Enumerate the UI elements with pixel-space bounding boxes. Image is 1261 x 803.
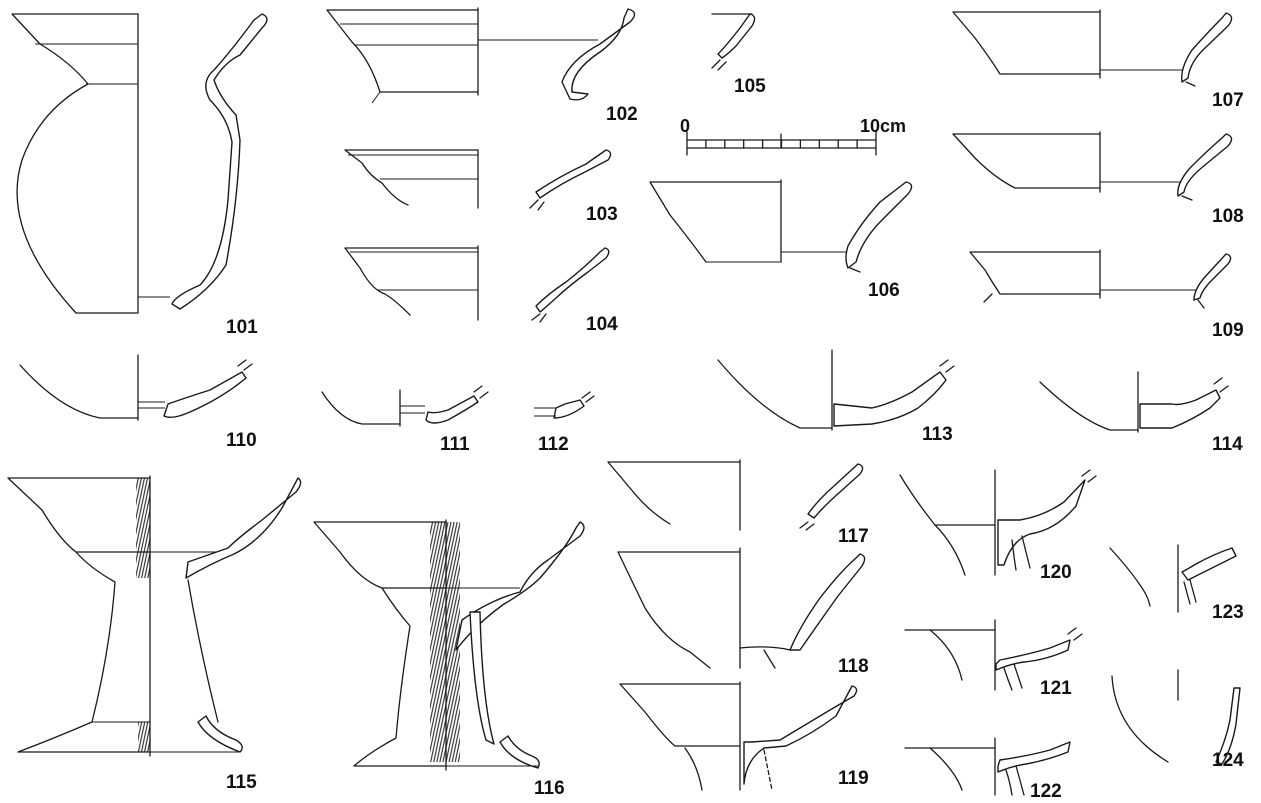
vessel-124 <box>1111 669 1241 765</box>
scale-bar: 0 10cm <box>680 116 906 156</box>
figure-labels: 101 102 103 104 105 106 107 108 109 110 … <box>226 76 1244 802</box>
label-122: 122 <box>1030 781 1062 802</box>
scale-end-label: 10cm <box>860 116 906 136</box>
vessel-121 <box>904 619 1083 691</box>
vessel-118 <box>617 547 866 669</box>
vessel-105 <box>711 13 756 71</box>
vessel-115 <box>7 475 302 757</box>
label-111: 111 <box>440 434 470 455</box>
label-104: 104 <box>586 314 618 335</box>
label-113: 113 <box>922 424 953 445</box>
vessel-103 <box>344 149 612 211</box>
label-109: 109 <box>1212 320 1244 341</box>
label-124: 124 <box>1212 750 1244 771</box>
vessel-102 <box>326 7 636 104</box>
label-106: 106 <box>868 280 900 301</box>
vessel-123 <box>1109 544 1237 613</box>
label-105: 105 <box>734 76 766 97</box>
label-123: 123 <box>1212 602 1244 623</box>
vessel-101 <box>11 13 268 314</box>
vessel-122 <box>904 737 1071 796</box>
label-112: 112 <box>538 434 569 455</box>
label-103: 103 <box>586 204 618 225</box>
label-117: 117 <box>838 526 869 547</box>
vessel-108 <box>952 131 1233 201</box>
label-108: 108 <box>1212 206 1244 227</box>
vessel-112 <box>534 391 595 419</box>
vessel-113 <box>717 349 955 431</box>
vessel-111 <box>321 385 489 427</box>
label-119: 119 <box>838 768 869 789</box>
vessel-117 <box>607 459 864 531</box>
vessel-110 <box>19 354 253 421</box>
vessel-114 <box>1039 371 1229 433</box>
label-115: 115 <box>226 772 257 793</box>
vessel-116 <box>313 519 585 771</box>
label-110: 110 <box>226 430 257 451</box>
label-107: 107 <box>1212 90 1244 111</box>
vessel-120 <box>899 469 1097 576</box>
label-101: 101 <box>226 317 258 338</box>
label-114: 114 <box>1212 434 1243 455</box>
label-121: 121 <box>1040 678 1072 699</box>
label-102: 102 <box>606 104 638 125</box>
vessel-109 <box>969 249 1232 309</box>
label-118: 118 <box>838 656 869 677</box>
vessel-104 <box>344 245 610 323</box>
scale-start-label: 0 <box>680 116 690 136</box>
label-120: 120 <box>1040 562 1072 583</box>
vessel-107 <box>952 9 1233 87</box>
label-116: 116 <box>534 778 565 799</box>
vessel-119 <box>619 681 858 791</box>
vessel-106 <box>649 179 913 273</box>
